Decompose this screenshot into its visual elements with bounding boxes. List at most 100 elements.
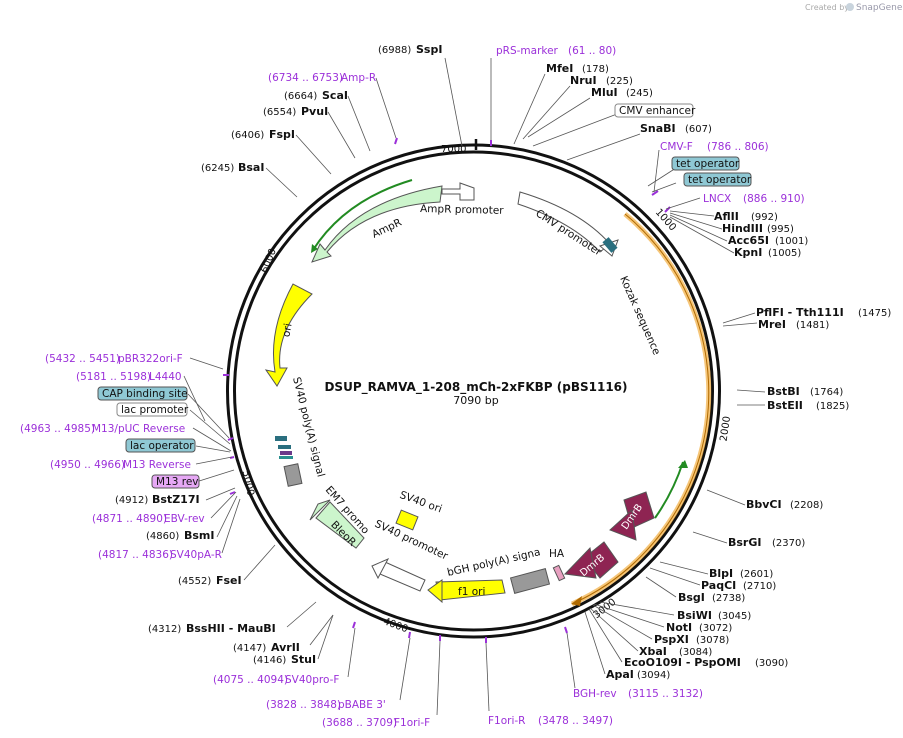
ha-box xyxy=(552,564,566,582)
site-pos: (2208) xyxy=(790,500,823,511)
site-name: StuI xyxy=(291,653,316,666)
primer-name: SV40pro-F xyxy=(285,674,339,686)
site-name: AflII xyxy=(714,210,739,223)
site-pos: (245) xyxy=(626,88,653,99)
primer-range: (3478 .. 3497) xyxy=(538,715,613,727)
site-pos: (2738) xyxy=(712,593,745,604)
site-pos: (1764) xyxy=(810,387,843,398)
site-name: FspI xyxy=(269,128,295,141)
mcherry-track-outline xyxy=(571,213,710,605)
primer-range: (5181 .. 5198) xyxy=(76,371,151,383)
lac-promoter-box xyxy=(116,402,188,417)
kozak-box xyxy=(602,237,618,253)
site-name: NotI xyxy=(666,621,692,634)
primer-range: (3828 .. 3848) xyxy=(266,699,341,711)
site-name: HindIII xyxy=(722,222,763,235)
site-name: BsaI xyxy=(238,161,264,174)
bgh-polya-box xyxy=(509,568,551,594)
tick-2000: 2000 xyxy=(719,415,733,442)
sv40-polya-label: SV40 poly(A) signal xyxy=(290,376,327,479)
dmrb-1-head xyxy=(609,508,637,541)
plasmid-title: DSUP_RAMVA_1-208_mCh-2xFKBP (pBS1116) xyxy=(324,380,627,395)
m13-box xyxy=(280,451,292,455)
primer-name: F1ori-R xyxy=(488,715,525,727)
ampr-promoter-label: AmpR promoter xyxy=(420,203,504,217)
primer-name: CMV-F xyxy=(660,141,693,153)
site-name: MreI xyxy=(758,318,786,331)
site-pos: (4312) xyxy=(148,624,181,635)
snapgene-logo: SnapGene xyxy=(846,3,903,13)
site-name: BlpI xyxy=(709,567,733,580)
primer-range: (6734 .. 6753) xyxy=(268,72,343,84)
site-name: PvuI xyxy=(301,105,328,118)
site-name: BssHII - MauBI xyxy=(186,622,276,635)
backbone-inner-ring xyxy=(233,150,714,632)
site-pos: (2370) xyxy=(772,538,805,549)
primer-name: F1ori-F xyxy=(394,717,430,729)
site-pos: (225) xyxy=(606,76,633,87)
site-name: ApaI xyxy=(606,668,634,681)
site-name: PaqCI xyxy=(701,579,736,592)
primer-name: Amp-R xyxy=(341,72,376,84)
primer-name: pBABE 3' xyxy=(338,699,386,711)
primer-name: pRS-marker xyxy=(496,45,559,57)
cmv-promoter-arrow xyxy=(517,191,611,253)
site-name: Acc65I xyxy=(728,234,769,247)
site-name: SnaBI xyxy=(640,122,676,135)
primer-name: pBR322ori-F xyxy=(118,353,183,365)
lac-operator-box xyxy=(125,438,196,453)
primer-range: (4817 .. 4836) xyxy=(98,549,173,561)
site-pos: (607) xyxy=(685,124,712,135)
primer-range: (61 .. 80) xyxy=(568,45,616,57)
primer-range: (5432 .. 5451) xyxy=(45,353,120,365)
site-name: FseI xyxy=(216,574,242,587)
site-name: NruI xyxy=(570,74,597,87)
primer-name: EBV-rev xyxy=(164,513,205,525)
site-name: BsrGI xyxy=(728,536,761,549)
site-name: AvrII xyxy=(271,641,300,654)
primer-range: (3115 .. 3132) xyxy=(628,688,703,700)
sv40-polya-box xyxy=(283,463,303,487)
site-pos: (3078) xyxy=(696,635,729,646)
cap-binding-site-label: CAP binding site xyxy=(102,388,188,400)
site-pos: (4147) xyxy=(233,643,266,654)
cap-binding-site-box xyxy=(97,386,188,401)
site-pos: (1475) xyxy=(858,308,891,319)
f1-ori-head xyxy=(427,579,443,604)
boxed-features: CMV enhancer tet operator tet operator C… xyxy=(97,103,752,489)
tick-6000: 6000 xyxy=(259,247,279,275)
site-name: BbvCI xyxy=(746,498,782,511)
primer-name: LNCX xyxy=(703,193,731,205)
f1-ori-label: f1 ori xyxy=(458,586,485,598)
site-pos: (3045) xyxy=(718,611,751,622)
tet-operator-box-2 xyxy=(683,172,752,187)
lac-operator-label: lac operator xyxy=(130,440,194,452)
site-pos: (3094) xyxy=(637,670,670,681)
site-name: XbaI xyxy=(639,645,667,658)
site-pos: (4146) xyxy=(253,655,286,666)
ampr-label: AmpR xyxy=(370,216,404,240)
site-name: BsiWI xyxy=(677,609,712,622)
sv40-promoter-head xyxy=(371,557,390,580)
primer-range: (4963 .. 4985) xyxy=(20,423,95,435)
site-pos: (1001) xyxy=(775,236,808,247)
site-name: PflFI - Tth111I xyxy=(756,306,844,319)
site-pos: (995) xyxy=(767,224,794,235)
plasmid-size: 7090 bp xyxy=(453,394,498,407)
primer-range: (4871 .. 4890) xyxy=(92,513,167,525)
site-pos: (4912) xyxy=(115,495,148,506)
primer-range: (886 .. 910) xyxy=(743,193,805,205)
primers: pRS-marker (61 .. 80) CMV-F (786 .. 806)… xyxy=(20,45,805,729)
site-name: EcoO109I - PspOMI xyxy=(624,656,741,669)
dmrb-2-head xyxy=(563,546,597,579)
ampr-promoter-arrow xyxy=(441,182,475,201)
green-arrow-2-head xyxy=(311,244,318,253)
mcherry-track-head xyxy=(571,596,582,606)
site-pos: (6664) xyxy=(284,91,317,102)
cmv-enhancer-label: CMV enhancer xyxy=(619,105,696,117)
sv40-ori-box xyxy=(395,509,419,531)
primer-name: BGH-rev xyxy=(573,688,617,700)
site-pos: (1005) xyxy=(768,248,801,259)
